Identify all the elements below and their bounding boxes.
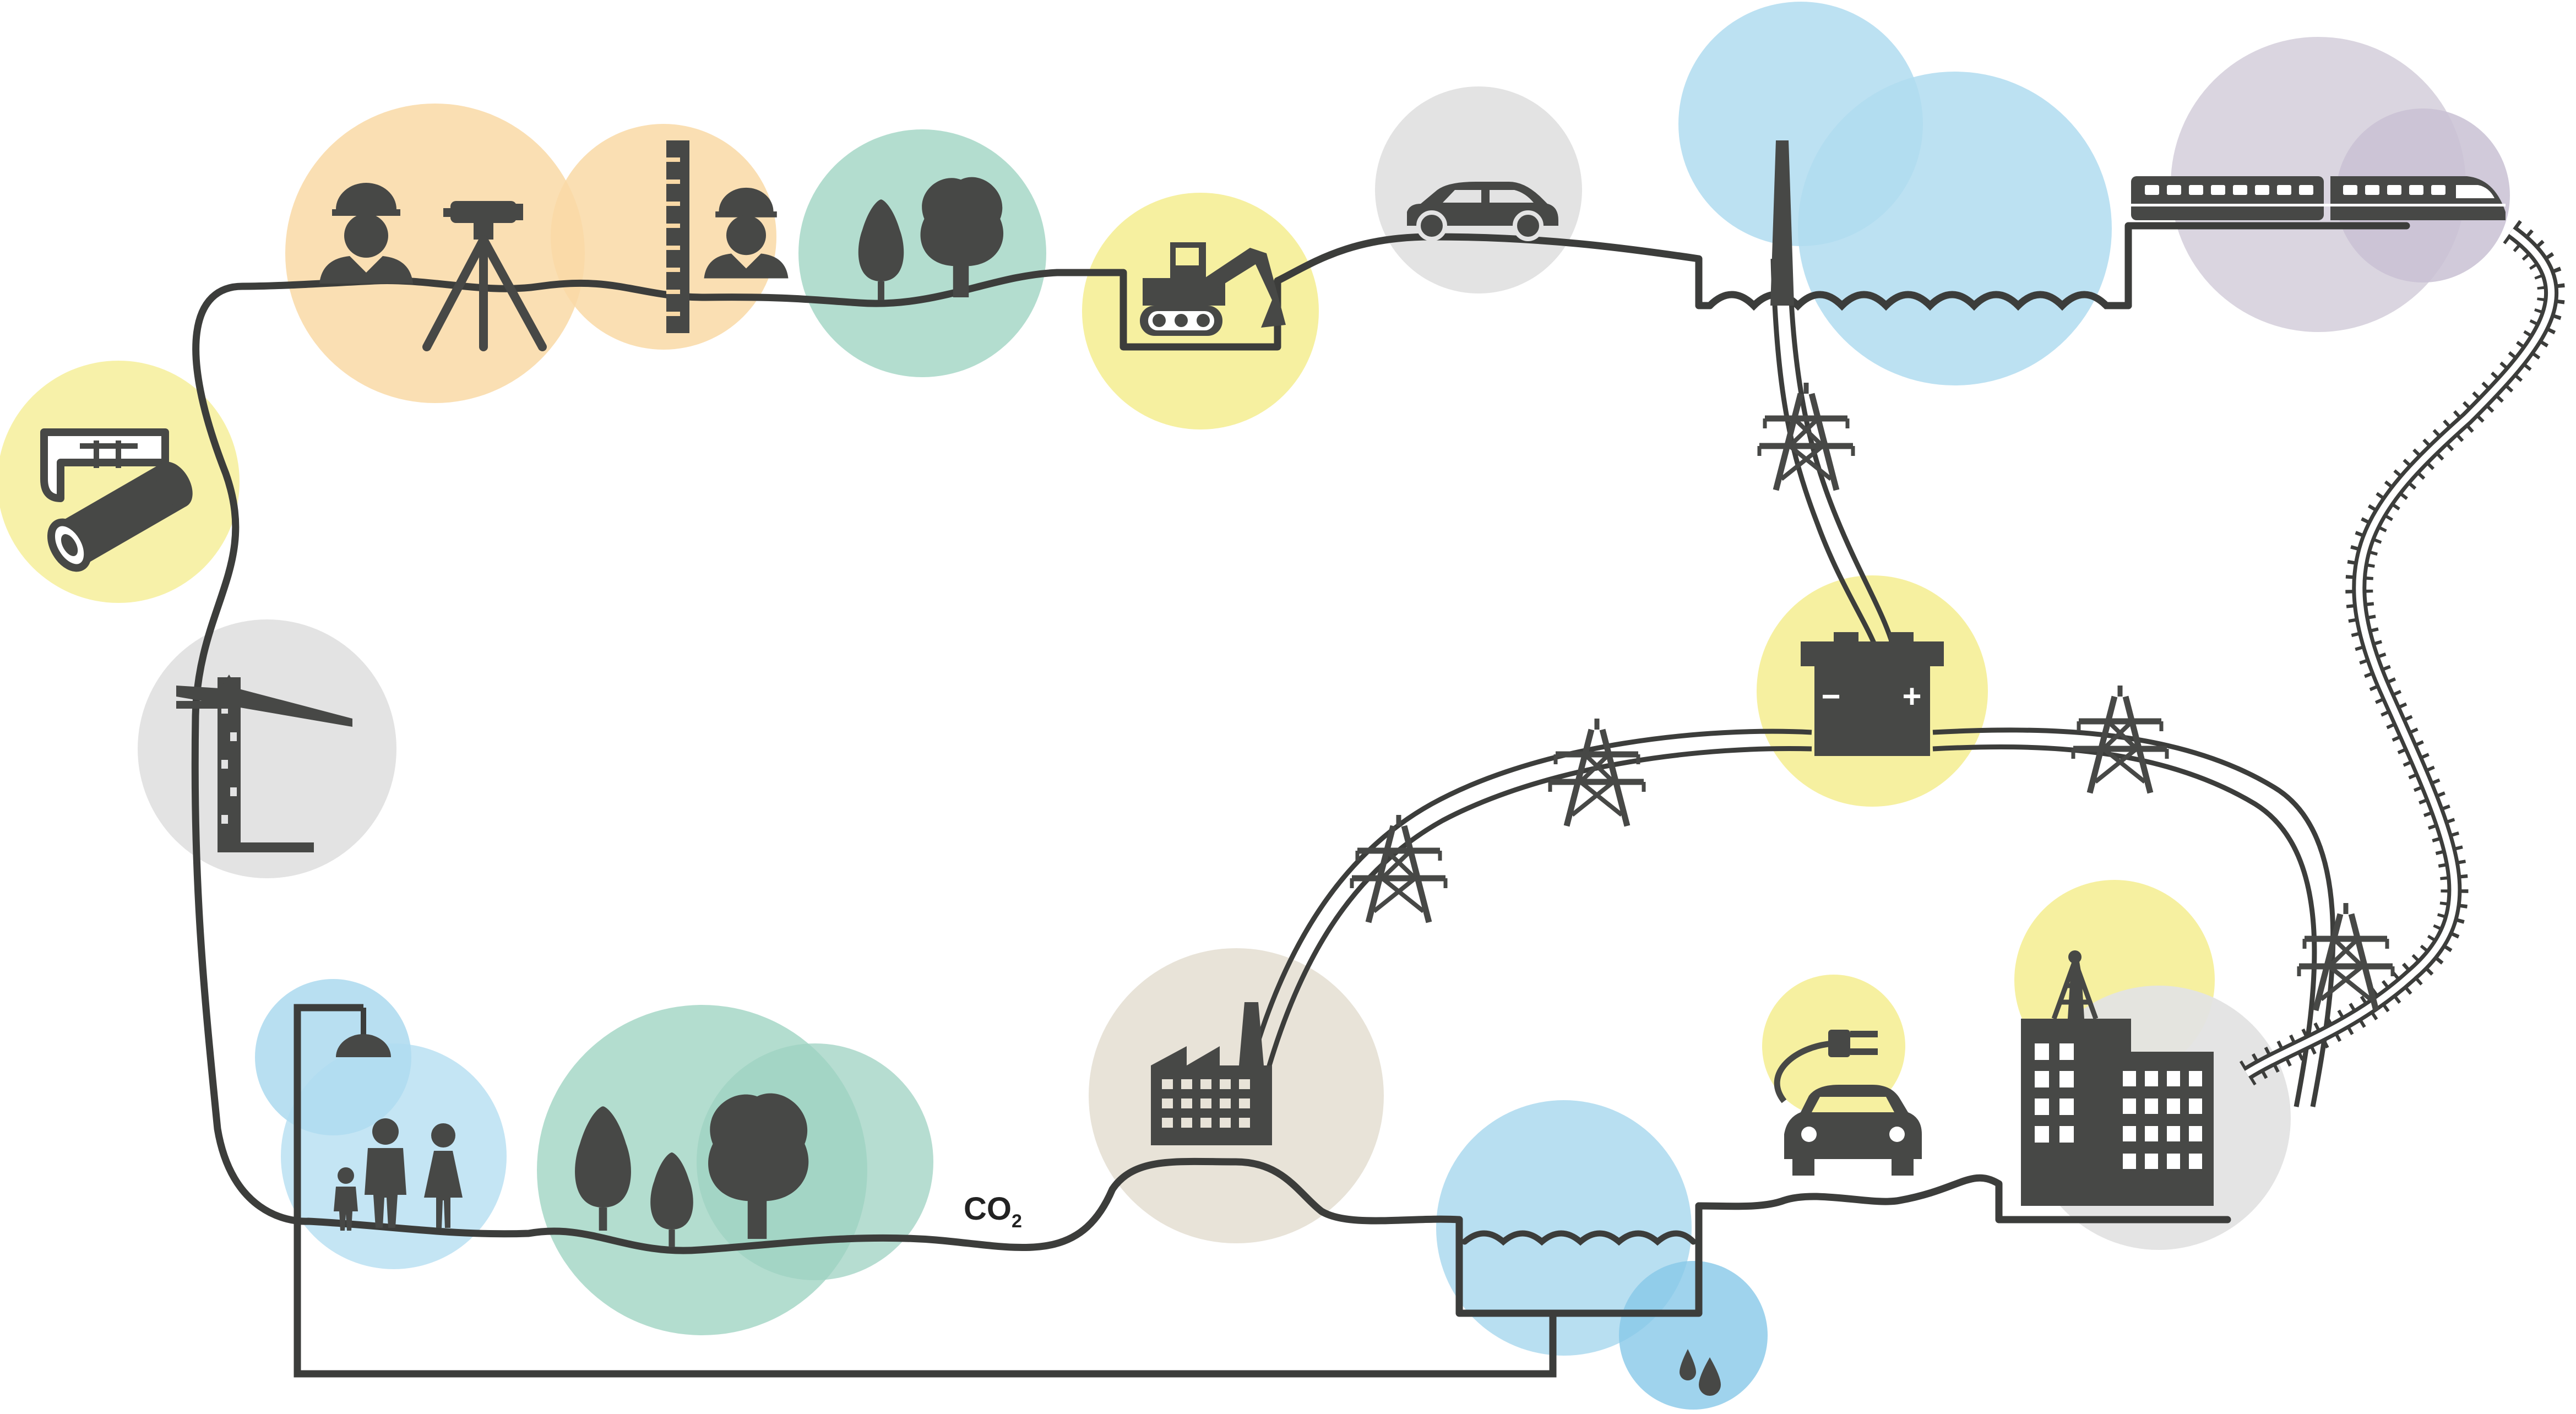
battery-minus-label: − <box>1821 678 1840 715</box>
battery-plus-label: + <box>1902 678 1921 715</box>
car-icon <box>1407 182 1558 241</box>
chimney-stack-icon <box>1770 140 1794 306</box>
electric-car-icon <box>1774 1030 1922 1176</box>
factory-icon <box>1151 1002 1272 1145</box>
return-pipe <box>294 1004 1557 1378</box>
street-lamp-icon <box>336 1008 391 1057</box>
battery-icon: − + <box>1801 632 1944 756</box>
co2-label: CO2 <box>964 1191 1022 1232</box>
landscape-line <box>191 222 2410 1317</box>
co2-main-text: CO <box>964 1191 1012 1227</box>
power-lines <box>1244 258 2336 1107</box>
svg-text:CO2: CO2 <box>964 1191 1022 1232</box>
measuring-staff-icon <box>666 140 689 333</box>
pipe-blueprint-icon <box>40 428 193 572</box>
co2-subscript-text: 2 <box>1012 1211 1022 1232</box>
excavator-icon <box>1140 242 1286 336</box>
tower-crane-icon <box>176 675 352 852</box>
railway-track-icon <box>2239 220 2565 1086</box>
water-drops-icon <box>1680 1349 1721 1396</box>
water-tank-icon <box>1461 1230 1697 1246</box>
train-icon <box>2131 176 2506 220</box>
office-buildings-icon <box>2021 950 2214 1206</box>
theodolite-icon <box>422 201 547 351</box>
family-icon <box>334 1118 463 1231</box>
